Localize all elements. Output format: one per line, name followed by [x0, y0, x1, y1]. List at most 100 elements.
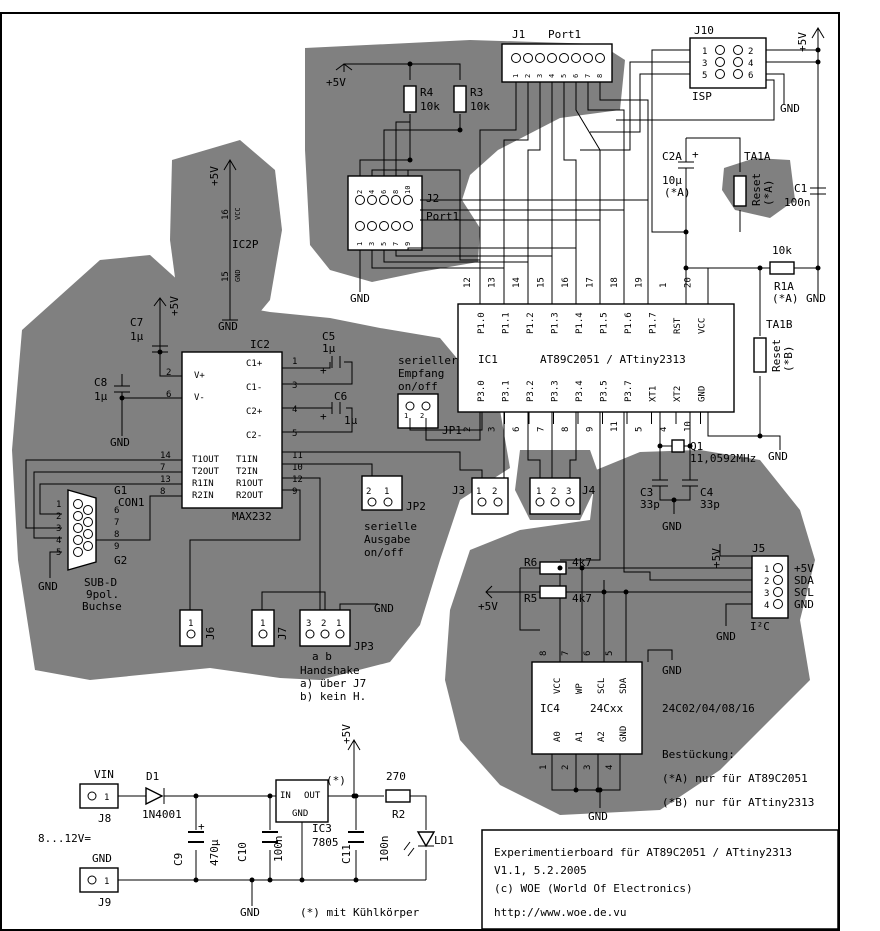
ic1-top-pin-number: 15: [537, 277, 547, 288]
ic2-io-left-label: T1OUT: [192, 455, 220, 465]
j7-jumper: J7 1: [251, 609, 289, 647]
r1a-ref: R1A: [774, 280, 794, 293]
ic4-bottom-pin-number: 4: [605, 765, 615, 770]
ic1-top-pin-number: 14: [512, 277, 522, 288]
con1-ref: CON1: [118, 496, 145, 509]
ic2-io-right-label: R1OUT: [236, 479, 264, 489]
jp1-pin1: 1: [404, 412, 408, 420]
ic1-bottom-pin-number: 6: [512, 427, 522, 432]
j1-pin-contact: [595, 53, 605, 63]
c2a-plus: +: [692, 148, 699, 161]
jp3-ref: JP3: [354, 640, 374, 653]
sheet-border: [0, 12, 840, 931]
c9-value: 470µ: [208, 839, 221, 866]
ic2-left-pin-label: V-: [194, 393, 205, 403]
c6-ref: C6: [334, 390, 347, 403]
j9-label: GND: [92, 852, 112, 865]
j1-pin-number: 6: [572, 74, 580, 78]
con1-pin-number: 2: [56, 512, 61, 522]
j9-connector: 1 GND J9 8...12V=: [38, 832, 119, 909]
ic1-bottom-pin-number: 5: [635, 427, 645, 432]
j10-right-contact: [733, 57, 743, 67]
c2a-note: (*A): [664, 186, 691, 199]
j3-pin1: 1: [476, 487, 481, 497]
title-line-4: http://www.woe.de.vu: [494, 906, 626, 919]
ic1-microcontroller: IC1 AT89C2051 / ATtiny2313 P1.012P1.113P…: [457, 277, 735, 432]
c6-plus: +: [320, 410, 327, 423]
con1-line2: 9pol.: [86, 588, 119, 601]
c9-ref: C9: [172, 853, 185, 866]
j2-top-number: 4: [368, 190, 376, 194]
j2-bottom-contact: [379, 221, 389, 231]
ic1-bottom-pin-label: GND: [698, 386, 708, 402]
j2-bottom-number: 3: [368, 242, 376, 246]
j10-left-number: 1: [702, 47, 707, 57]
j2-ref: J2: [426, 192, 439, 205]
con1-pin-number: 9: [114, 542, 119, 552]
j8-pin: 1: [104, 793, 109, 803]
ld1-ref: LD1: [434, 834, 454, 847]
note-b: (*B) nur für ATtiny2313: [662, 796, 814, 809]
c11-ref: C11: [340, 844, 353, 864]
c11-value: 100n: [378, 836, 391, 863]
ic1-top-pin-number: 18: [610, 277, 620, 288]
ic3-mark: (*): [326, 774, 346, 787]
jp3-text-3: b) kein H.: [300, 690, 366, 703]
c2a-ref: C2A: [662, 150, 682, 163]
c7-vcc: +5V: [168, 296, 181, 316]
j10-name: ISP: [692, 90, 712, 103]
ic2-ref: IC2: [250, 338, 270, 351]
jp3-pin3: 3: [306, 619, 311, 629]
j1-pin-number: 5: [560, 74, 568, 78]
j1-pin-number: 2: [524, 74, 532, 78]
j2-gnd: GND: [350, 292, 370, 305]
j5-pin-number: 4: [764, 601, 769, 611]
j3-jumper: J3 1 2: [452, 477, 509, 515]
j10-left-number: 5: [702, 71, 707, 81]
ic4-gnd: GND: [588, 810, 608, 823]
ic4-types: 24C02/04/08/16: [662, 702, 755, 715]
r3-value: 10k: [470, 100, 490, 113]
ic1-bottom-pin-number: 3: [488, 427, 498, 432]
r6-ref: R6: [524, 556, 537, 569]
j2-top-number: 6: [380, 190, 388, 194]
ic2-io-right-number: 12: [292, 475, 303, 485]
ic1-bottom-pin-number: 11: [610, 421, 620, 432]
c8-ref: C8: [94, 376, 107, 389]
ic2-io-left-label: T2OUT: [192, 467, 220, 477]
ic1-bottom-pin-number: 8: [561, 427, 571, 432]
ic2p-pin16: 16: [221, 209, 231, 220]
j10-ref: J10: [694, 24, 714, 37]
jp1-text-3: on/off: [398, 380, 438, 393]
c5-ref: C5: [322, 330, 335, 343]
ic2-left-pin-number: 6: [166, 390, 171, 400]
r1a-note: (*A): [772, 292, 799, 305]
ic1-top-pin-label: P1.3: [551, 312, 561, 334]
ic2-right-pin-number: 4: [292, 405, 297, 415]
ic3-name: 7805: [312, 836, 339, 849]
j2-top-number: 2: [356, 190, 364, 194]
jp2-jumper: JP2 2 1 serielle Ausgabe on/off: [361, 475, 426, 559]
c1-value: 100n: [784, 196, 811, 209]
jp1-text-2: Empfang: [398, 367, 444, 380]
ic1-ref: IC1: [478, 353, 498, 366]
ic1-gnd: GND: [768, 450, 788, 463]
c6-value: 1µ: [344, 414, 358, 427]
r5-ref: R5: [524, 592, 537, 605]
crystal-gnd: GND: [662, 520, 682, 533]
ic2-io-right-label: R2OUT: [236, 491, 264, 501]
ic3-in: IN: [280, 791, 291, 801]
top-vcc: +5V: [796, 32, 809, 52]
con1-name: SUB-D: [84, 576, 117, 589]
r5-value: 4k7: [572, 592, 592, 605]
j8-label: VIN: [94, 768, 114, 781]
con1-g2: G2: [114, 554, 127, 567]
i2c-vcc: +5V: [478, 600, 498, 613]
j5-pin-label: SDA: [794, 574, 814, 587]
j10-left-number: 3: [702, 59, 707, 69]
ic4-bottom-pin-number: 1: [539, 765, 549, 770]
ic2-io-right-number: 10: [292, 463, 303, 473]
ic1-bottom-pin-label: P3.0: [477, 380, 487, 402]
r3-ref: R3: [470, 86, 483, 99]
j2-bottom-number: 5: [380, 242, 388, 246]
